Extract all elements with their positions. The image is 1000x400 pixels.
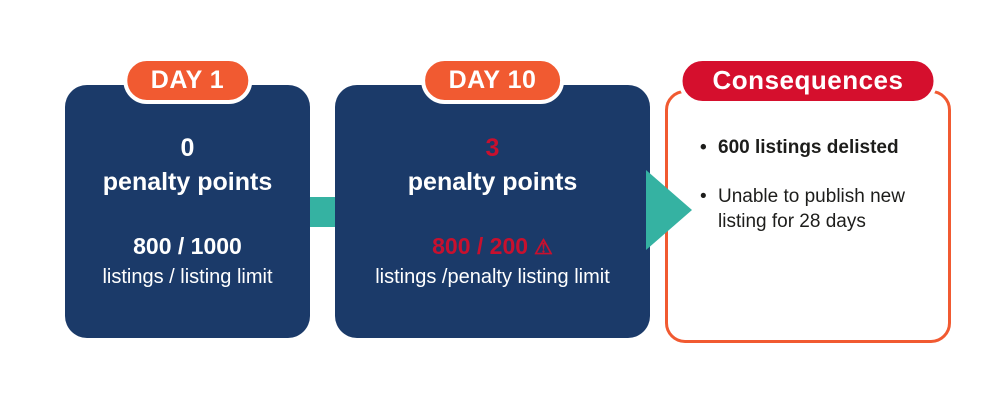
day10-points-value: 3: [485, 134, 500, 163]
consequences-list: 600 listings delisted Unable to publish …: [668, 93, 948, 234]
day1-card-body: 0 penalty points 800 / 1000 listings / l…: [65, 85, 310, 338]
day1-points-label: penalty points: [102, 167, 273, 196]
day10-card: DAY 10 3 penalty points 800 / 200⚠ listi…: [335, 57, 650, 338]
warning-icon: ⚠: [534, 235, 553, 259]
day10-listings-ratio: 800 / 200: [432, 232, 529, 259]
list-item: 600 listings delisted: [700, 135, 928, 160]
list-item: Unable to publish new listing for 28 day…: [700, 184, 928, 234]
arrow-right-icon: [646, 170, 692, 250]
consequence-text: 600 listings delisted: [718, 137, 899, 158]
day10-listings-label: listings /penalty listing limit: [375, 265, 610, 288]
day10-listings-block: 800 / 200⚠ listings /penalty listing lim…: [375, 232, 610, 290]
day1-listings-block: 800 / 1000 listings / listing limit: [102, 232, 272, 290]
consequences-badge: Consequences: [678, 57, 938, 105]
day10-badge: DAY 10: [420, 57, 565, 104]
day10-listings-value: 800 / 200⚠: [375, 232, 610, 262]
day10-card-body: 3 penalty points 800 / 200⚠ listings /pe…: [335, 85, 650, 338]
consequences-card: Consequences 600 listings delisted Unabl…: [665, 57, 951, 343]
day1-badge: DAY 1: [122, 57, 253, 104]
day1-listings-label: listings / listing limit: [102, 265, 273, 288]
day1-listings-value: 800 / 1000: [133, 232, 242, 259]
day10-points-label: penalty points: [407, 167, 578, 196]
day10-points-block: 3 penalty points: [408, 133, 577, 198]
consequence-text: Unable to publish new listing for 28 day…: [718, 186, 905, 233]
day1-points-block: 0 penalty points: [103, 133, 272, 198]
day1-card: DAY 1 0 penalty points 800 / 1000 listin…: [65, 57, 310, 338]
day1-points-value: 0: [180, 134, 195, 163]
